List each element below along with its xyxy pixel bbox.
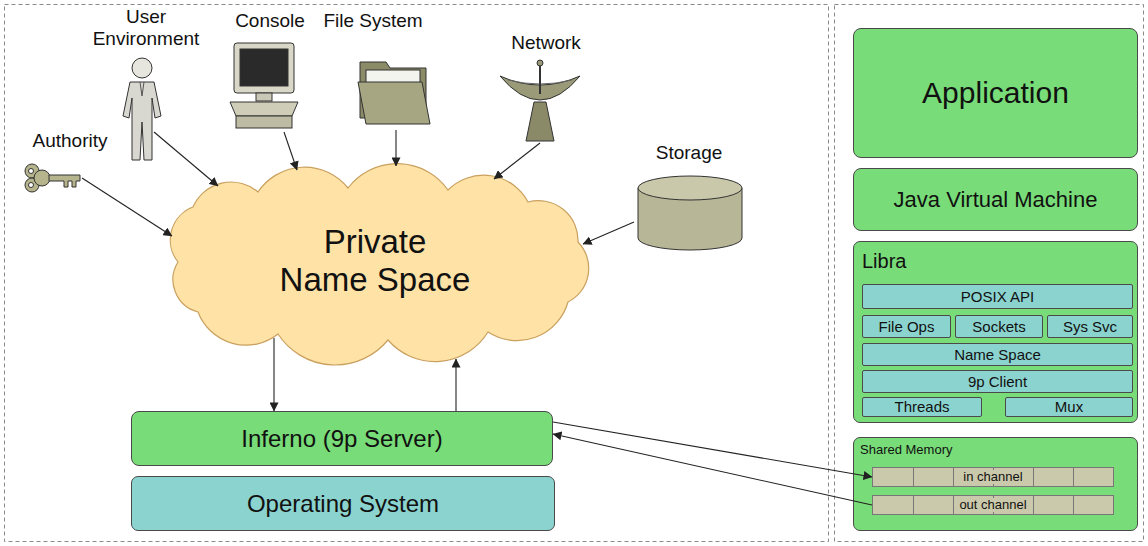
layer-box: Mux bbox=[1005, 397, 1133, 417]
memory-container: Shared Memory in channel out channel bbox=[853, 437, 1138, 531]
authority-icon: Authority bbox=[14, 130, 126, 194]
node-label: User Environment bbox=[86, 6, 206, 50]
node-label: Sys Svc bbox=[1063, 318, 1117, 335]
connector-arrow bbox=[82, 178, 172, 236]
layer-box: Name Space bbox=[862, 343, 1133, 366]
file-system-icon bbox=[356, 52, 432, 128]
connector-arrow bbox=[154, 132, 218, 186]
os-box: Operating System bbox=[131, 476, 555, 531]
server-box: Inferno (9p Server) bbox=[131, 411, 553, 466]
layer-box: Sockets bbox=[955, 315, 1043, 338]
connector-arrow bbox=[273, 338, 274, 411]
right-panel bbox=[835, 5, 1144, 542]
connector-arrow bbox=[553, 434, 872, 505]
console-icon: Console bbox=[222, 10, 318, 134]
layer-box: Threads bbox=[862, 397, 982, 417]
node-label: Sockets bbox=[972, 318, 1025, 335]
node-label: File Ops bbox=[879, 318, 935, 335]
layer-box: Sys Svc bbox=[1047, 315, 1133, 338]
node-label: Inferno (9p Server) bbox=[241, 425, 442, 453]
network-icon: Network bbox=[494, 32, 598, 144]
layer-box: File Ops bbox=[862, 315, 951, 338]
node-label: Java Virtual Machine bbox=[894, 187, 1098, 212]
connector-arrow bbox=[455, 359, 456, 411]
user-icon bbox=[116, 56, 168, 162]
connector-arrow bbox=[494, 143, 540, 179]
node-label: Libra bbox=[862, 251, 1137, 271]
console-icon bbox=[228, 42, 300, 130]
library-container: LibraPOSIX API File Ops Sockets Sys SvcName… bbox=[853, 241, 1138, 423]
file-system-icon: File System bbox=[312, 10, 434, 132]
node-label: Mux bbox=[1055, 398, 1083, 415]
node-label: Console bbox=[222, 10, 318, 32]
network-icon bbox=[496, 58, 584, 142]
node-label: Authority bbox=[14, 130, 126, 152]
connector-arrow bbox=[395, 130, 396, 166]
authority-icon bbox=[22, 162, 82, 194]
storage-icon bbox=[636, 174, 744, 254]
node-label: in channel bbox=[961, 470, 1024, 484]
node-label: Application bbox=[922, 76, 1069, 111]
node-label: File System bbox=[312, 10, 434, 32]
layer-box: POSIX API bbox=[862, 284, 1133, 309]
node-label: POSIX API bbox=[961, 288, 1034, 305]
node-label: Private Name Space bbox=[276, 223, 474, 299]
channel-bar: in channel bbox=[872, 467, 1114, 487]
left-panel bbox=[5, 5, 829, 542]
node-label: Name Space bbox=[954, 346, 1041, 363]
jvm-box: Java Virtual Machine bbox=[853, 168, 1138, 231]
connector-arrow bbox=[553, 422, 872, 477]
node-label: Threads bbox=[894, 398, 949, 415]
node-label: out channel bbox=[957, 498, 1028, 512]
connector-arrow bbox=[284, 132, 297, 170]
node-label: Shared Memory bbox=[860, 443, 1137, 456]
node-label: Network bbox=[494, 32, 598, 54]
connector-arrow bbox=[583, 222, 634, 244]
node-label: Operating System bbox=[247, 490, 439, 518]
layer-box: 9p Client bbox=[862, 370, 1133, 393]
storage-icon: Storage bbox=[630, 142, 748, 256]
application-box: Application bbox=[853, 28, 1138, 158]
name-space-cloud: Private Name Space bbox=[150, 150, 600, 372]
node-label: Storage bbox=[630, 142, 748, 164]
node-label: 9p Client bbox=[968, 373, 1027, 390]
channel-bar: out channel bbox=[872, 495, 1114, 515]
